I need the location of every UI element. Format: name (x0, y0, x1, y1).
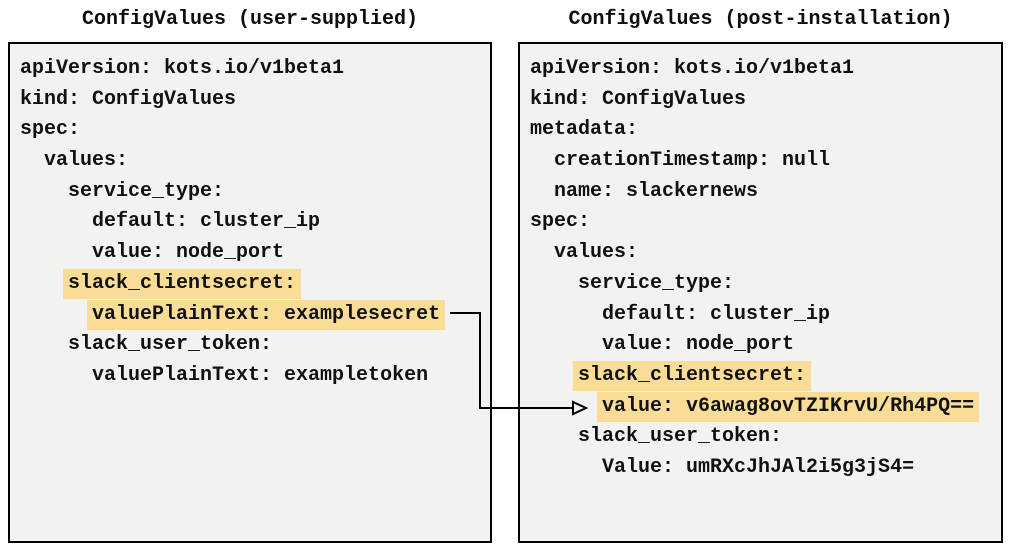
code-text: service_type: (68, 179, 225, 203)
code-text: slack_user_token: (68, 333, 273, 357)
code-line: default: cluster_ip (20, 207, 490, 238)
code-indent (20, 210, 92, 233)
code-line: valuePlainText: examplesecret (20, 299, 490, 331)
code-indent (20, 303, 92, 326)
code-text: valuePlainText: exampletoken (92, 363, 429, 387)
code-line: value: node_port (530, 330, 1001, 361)
code-line: spec: (530, 207, 1001, 238)
code-line: kind: ConfigValues (530, 85, 1001, 116)
code-indent (530, 425, 578, 448)
code-text-highlighted: slack_clientsecret: (573, 360, 812, 391)
panel-post-installation: apiVersion: kots.io/v1beta1 kind: ConfigV… (518, 42, 1003, 543)
code-indent (20, 149, 44, 172)
code-line: value: v6awag8ovTZIKrvU/Rh4PQ== (530, 391, 1001, 423)
code-indent (20, 241, 92, 264)
code-line: service_type: (20, 177, 490, 208)
code-text: default: cluster_ip (92, 210, 321, 234)
code-text: values: (554, 241, 639, 265)
code-text: apiVersion: kots.io/v1beta1 (20, 57, 345, 80)
code-text: metadata: (530, 118, 639, 142)
code-indent (20, 272, 68, 295)
code-text: spec: (20, 118, 81, 142)
code-text: values: (44, 149, 129, 173)
code-indent (20, 180, 68, 203)
code-line: Value: umRXcJhJAl2i5g3jS4= (530, 453, 1001, 484)
code-line: spec: (20, 115, 490, 146)
code-text: value: node_port (92, 241, 285, 265)
code-line: values: (530, 238, 1001, 269)
code-text-highlighted: slack_clientsecret: (63, 268, 302, 299)
yaml-code-post-installation: apiVersion: kots.io/v1beta1 kind: ConfigV… (520, 44, 1001, 484)
code-line: values: (20, 146, 490, 177)
code-indent (530, 456, 602, 479)
code-line: slack_clientsecret: (530, 360, 1001, 392)
code-indent (20, 333, 68, 356)
code-indent (20, 364, 92, 387)
code-text: spec: (530, 210, 591, 234)
code-line: apiVersion: kots.io/v1beta1 (530, 54, 1001, 85)
code-line: valuePlainText: exampletoken (20, 361, 490, 392)
code-text: slack_user_token: (578, 425, 783, 449)
code-indent (530, 303, 602, 326)
code-text: default: cluster_ip (602, 302, 831, 326)
code-indent (530, 272, 578, 295)
code-line: value: node_port (20, 238, 490, 269)
code-line: service_type: (530, 269, 1001, 300)
code-line: metadata: (530, 115, 1001, 146)
panel-title-post-installation: ConfigValues (post-installation) (568, 8, 953, 31)
code-indent (530, 395, 602, 418)
code-text: Value: umRXcJhJAl2i5g3jS4= (602, 455, 915, 479)
code-text: kind: ConfigValues (20, 87, 237, 111)
panel-title-user-supplied: ConfigValues (user-supplied) (81, 8, 419, 31)
code-text: service_type: (578, 271, 735, 295)
code-line: slack_user_token: (530, 422, 1001, 453)
code-text: apiVersion: kots.io/v1beta1 (530, 57, 855, 80)
code-line: kind: ConfigValues (20, 85, 490, 116)
code-indent (530, 149, 554, 172)
code-line: name: slackernews (530, 177, 1001, 208)
code-text-highlighted: value: v6awag8ovTZIKrvU/Rh4PQ== (597, 391, 980, 422)
code-line: apiVersion: kots.io/v1beta1 (20, 54, 490, 85)
code-text: value: node_port (602, 333, 795, 357)
code-line: slack_clientsecret: (20, 268, 490, 300)
code-line: creationTimestamp: null (530, 146, 1001, 177)
code-text: kind: ConfigValues (530, 87, 747, 111)
code-indent (530, 241, 554, 264)
code-text: name: slackernews (554, 179, 759, 203)
code-line: default: cluster_ip (530, 300, 1001, 331)
code-indent (530, 333, 602, 356)
panel-user-supplied: apiVersion: kots.io/v1beta1 kind: ConfigV… (8, 42, 492, 543)
code-indent (530, 180, 554, 203)
code-text: creationTimestamp: null (554, 149, 831, 173)
yaml-code-user-supplied: apiVersion: kots.io/v1beta1 kind: ConfigV… (10, 44, 490, 392)
code-text-highlighted: valuePlainText: examplesecret (87, 299, 446, 330)
code-line: slack_user_token: (20, 330, 490, 361)
code-indent (530, 364, 578, 387)
